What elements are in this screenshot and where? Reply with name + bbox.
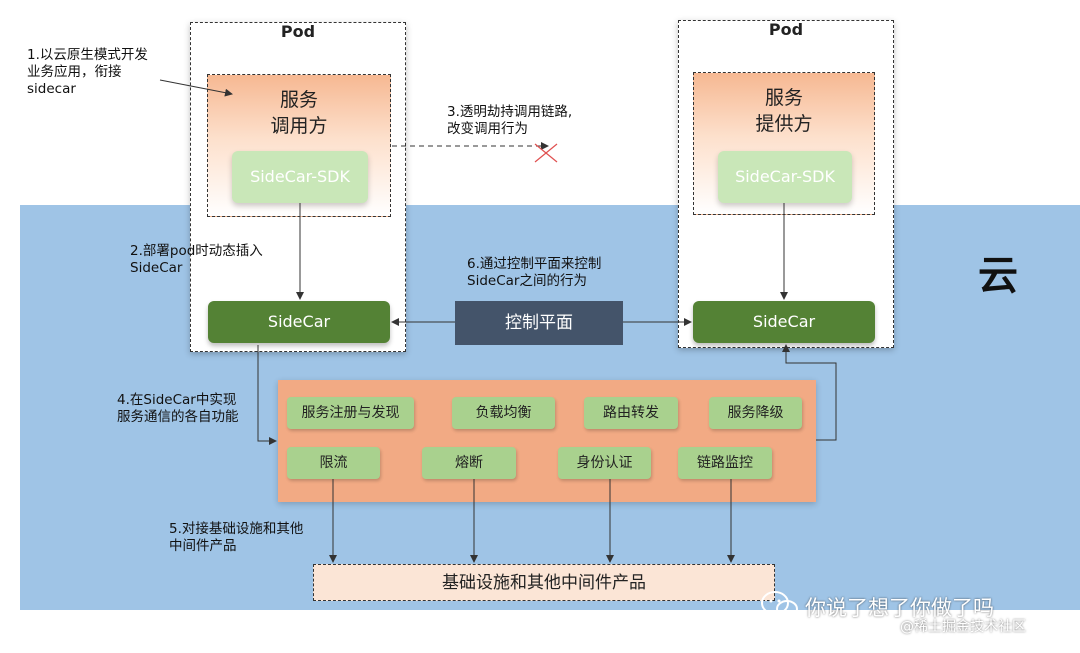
annotation-4-line1: 4.在SideCar中实现 (117, 392, 237, 408)
feature-service-discovery: 服务注册与发现 (287, 397, 414, 429)
pod-left-title: Pod (280, 22, 316, 41)
annotation-4-line2: 服务通信的各自功能 (117, 409, 239, 425)
feature-circuit-breaker: 熔断 (422, 447, 516, 479)
provider-title-line2: 提供方 (755, 113, 813, 135)
feature-load-balancing: 负载均衡 (452, 397, 555, 429)
provider-sidecar-sdk: SideCar-SDK (718, 151, 852, 203)
wechat-icon (760, 590, 800, 620)
sidecar-right: SideCar (693, 301, 875, 343)
consumer-title-line1: 服务 (279, 89, 318, 111)
watermark-sub: @稀土掘金技术社区 (900, 619, 1026, 635)
annotation-6-line2: SideCar之间的行为 (467, 273, 587, 289)
annotation-3-line2: 改变调用行为 (447, 121, 528, 137)
annotation-4: 4.在SideCar中实现 服务通信的各自功能 (117, 392, 239, 426)
feature-tracing: 链路监控 (678, 447, 772, 479)
feature-authentication: 身份认证 (558, 447, 651, 479)
annotation-6-line1: 6.通过控制平面来控制 (467, 256, 602, 272)
sidecar-left: SideCar (208, 301, 390, 343)
annotation-2-line2: SideCar (130, 260, 183, 276)
annotation-3-line1: 3.透明劫持调用链路, (447, 104, 573, 120)
annotation-5-line2: 中间件产品 (169, 538, 237, 554)
annotation-1-line1: 1.以云原生模式开发 (27, 47, 148, 63)
annotation-1-line3: sidecar (27, 81, 76, 97)
infrastructure-box: 基础设施和其他中间件产品 (313, 564, 775, 601)
pod-right-title: Pod (768, 20, 804, 39)
cloud-label: 云 (978, 253, 1018, 299)
consumer-title-line2: 调用方 (270, 115, 328, 137)
annotation-2-line1: 2.部署pod时动态插入 (130, 243, 263, 259)
annotation-5-line1: 5.对接基础设施和其他 (169, 521, 304, 537)
annotation-6: 6.通过控制平面来控制 SideCar之间的行为 (467, 256, 601, 290)
annotation-1: 1.以云原生模式开发 业务应用，衔接 sidecar (27, 47, 148, 98)
annotation-2: 2.部署pod时动态插入 SideCar (130, 243, 263, 277)
annotation-1-line2: 业务应用，衔接 (27, 64, 122, 80)
annotation-5: 5.对接基础设施和其他 中间件产品 (169, 521, 303, 555)
consumer-sidecar-sdk: SideCar-SDK (232, 151, 368, 203)
control-plane: 控制平面 (455, 301, 623, 345)
feature-degradation: 服务降级 (709, 397, 802, 429)
feature-routing: 路由转发 (584, 397, 678, 429)
feature-rate-limit: 限流 (287, 447, 380, 479)
annotation-3: 3.透明劫持调用链路, 改变调用行为 (447, 104, 572, 138)
provider-title-line1: 服务 (764, 87, 803, 109)
watermark-main: 你说了想了你做了吗 (805, 596, 994, 620)
